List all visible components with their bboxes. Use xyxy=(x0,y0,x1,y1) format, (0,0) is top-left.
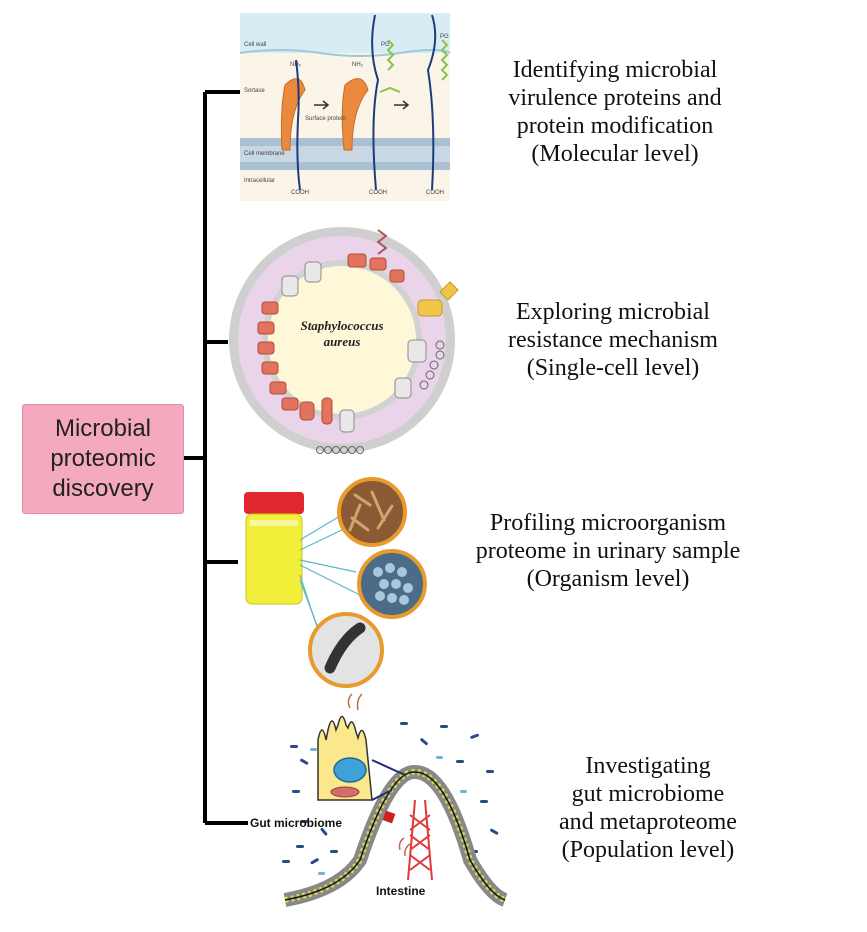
surface-protein-strand-1 xyxy=(371,14,380,191)
sortase-label: Sortase xyxy=(244,88,265,94)
caption-population-line-4: (Population level) xyxy=(561,837,735,863)
population-panel: Gut microbiome Intestine xyxy=(250,693,508,907)
root-label-line-3: discovery xyxy=(52,475,154,502)
cell-wall-label: Cell wall xyxy=(244,42,266,48)
microbe-image-rods xyxy=(337,477,407,547)
scattered-microbes xyxy=(282,722,499,865)
cooh-label-2: COOH xyxy=(369,190,387,196)
cell-nucleus xyxy=(333,757,367,783)
surface-protein-strand-3 xyxy=(295,59,301,191)
cooh-label-3: COOH xyxy=(426,190,444,196)
pg-label-1: PG xyxy=(381,42,390,48)
molecular-panel: Cell wall Sortase Cell membrane Intracel… xyxy=(239,13,451,201)
surface-protein-strand-2 xyxy=(426,14,437,191)
cytoplasm xyxy=(268,266,416,414)
sortase-enzyme-shape-2 xyxy=(341,78,369,151)
caption-single-cell-line-3: (Single-cell level) xyxy=(526,355,700,381)
caption-population-line-2: gut microbiome xyxy=(571,781,725,807)
cell-membrane-label: Cell membrane xyxy=(244,151,285,157)
caption-single-cell: Exploring microbial resistance mechanism… xyxy=(478,298,748,382)
intestine-label: Intestine xyxy=(376,884,426,898)
nh2-label-1: NH₂ xyxy=(290,62,302,68)
caption-organism-line-1: Profiling microorganism xyxy=(489,510,727,536)
root-label-line-2: proteomic xyxy=(50,445,156,472)
capillary-network xyxy=(407,799,433,881)
microbe-image-bacillus xyxy=(308,612,384,688)
surface-protein-label: Surface protein xyxy=(305,116,346,122)
caption-single-cell-line-1: Exploring microbial xyxy=(516,299,710,325)
pg-label-2: PG xyxy=(440,34,449,40)
transporter-proteins xyxy=(281,261,427,433)
tree-connectors xyxy=(184,90,248,825)
caption-population: Investigating gut microbiome and metapro… xyxy=(528,752,768,864)
caption-organism-line-2: proteome in urinary sample xyxy=(475,538,741,564)
caption-single-cell-line-2: resistance mechanism xyxy=(508,327,718,353)
single-cell-panel: Staphylococcus aureus xyxy=(229,227,459,454)
organism-name-line-1: Staphylococcus xyxy=(300,318,383,333)
membrane-proteins xyxy=(257,253,405,425)
organism-name-line-2: aureus xyxy=(324,334,361,349)
caption-organism-line-3: (Organism level) xyxy=(526,566,690,592)
caption-molecular-line-4: (Molecular level) xyxy=(531,141,699,167)
cooh-label-1: COOH xyxy=(291,190,309,196)
root-node-microbial-proteomic-discovery: Microbial proteomic discovery xyxy=(22,404,184,514)
caption-population-line-3: and metaproteome xyxy=(559,809,737,835)
caption-organism: Profiling microorganism proteome in urin… xyxy=(438,509,778,593)
caption-molecular-line-3: protein modification xyxy=(516,113,714,139)
gut-microbiome-label: Gut microbiome xyxy=(250,816,342,830)
caption-molecular: Identifying microbial virulence proteins… xyxy=(470,56,760,168)
intracellular-label: Intracellular xyxy=(244,178,275,184)
sample-cap xyxy=(244,492,304,514)
caption-molecular-line-1: Identifying microbial xyxy=(512,57,718,83)
caption-molecular-line-2: virulence proteins and xyxy=(508,85,722,111)
urine-sample-vial xyxy=(245,513,303,605)
caption-population-line-1: Investigating xyxy=(585,753,711,779)
nh2-label-2: NH₂ xyxy=(352,62,364,68)
organism-panel xyxy=(244,477,427,688)
cell-wall-band xyxy=(240,13,450,53)
root-label-line-1: Microbial xyxy=(54,415,152,442)
